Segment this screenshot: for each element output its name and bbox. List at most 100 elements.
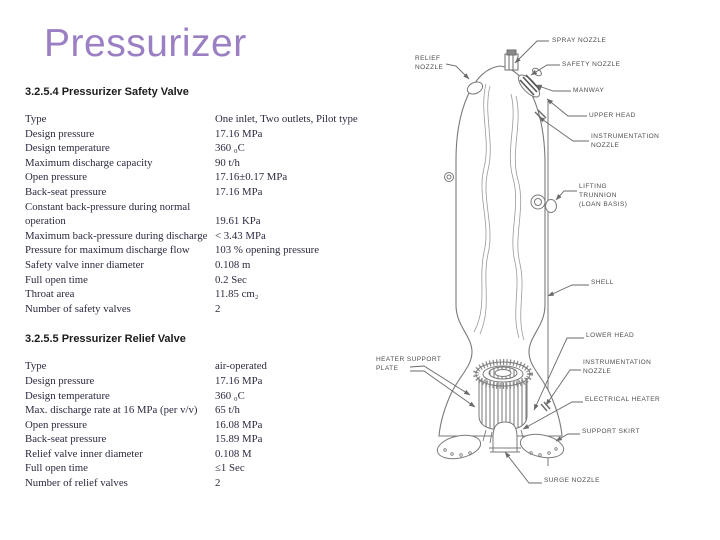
spec-label: Open pressure — [25, 171, 88, 184]
spec-row: Back-seat pressure 15.89 MPa — [25, 432, 365, 447]
lifting-trunnion-shapes — [444, 172, 557, 213]
diagram-label-upper-head: UPPER HEAD — [589, 112, 636, 119]
diagram-label-manway: MANWAY — [573, 87, 605, 94]
relief-nozzle-shape — [466, 81, 484, 95]
spec-value: 17.16 MPa — [215, 127, 263, 140]
spec-row: Open pressure 17.16±0.17 MPa — [25, 170, 365, 185]
spec-value: 11.85 cm₂ — [215, 288, 259, 301]
diagram-label-support-skirt: SUPPORT SKIRT — [582, 428, 640, 435]
spec-label: Open pressure — [25, 418, 88, 431]
spec-value: 65 t/h — [215, 404, 240, 417]
spec-row: Design pressure 17.16 MPa — [25, 127, 365, 142]
diagram-label-shell: SHELL — [591, 279, 614, 286]
spec-label: Constant back-pressure during normal — [25, 200, 191, 213]
slide-title: Pressurizer — [44, 22, 247, 65]
diagram-label-surge-nozzle: SURGE NOZZLE — [544, 477, 600, 484]
diagram-label-spray-nozzle: SPRAY NOZZLE — [552, 37, 607, 44]
spec-content: 3.2.5.4 Pressurizer Safety Valve Type One… — [25, 86, 365, 508]
spec-value: < 3.43 MPa — [215, 229, 266, 242]
spec-value: One inlet, Two outlets, Pilot type — [215, 113, 358, 125]
spec-row: Type air-operated — [25, 359, 365, 374]
spec-value: 0.108 M — [215, 447, 252, 460]
spec-label: Design pressure — [25, 374, 95, 387]
diagram-label-electrical-heater: ELECTRICAL HEATER — [585, 396, 661, 403]
spec-label: operation — [25, 215, 66, 228]
spec-row: Number of relief valves 2 — [25, 476, 365, 491]
spec-label: Throat area — [25, 288, 75, 301]
spec-label: Pressure for maximum discharge flow — [25, 244, 190, 257]
diagram-label-lower-head: LOWER HEAD — [586, 332, 635, 339]
spec-row: Back-seat pressure 17.16 MPa — [25, 185, 365, 200]
spec-value: ≤1 Sec — [215, 462, 245, 475]
spec-row: Max. discharge rate at 16 MPa (per v/v) 6… — [25, 403, 365, 418]
safety-valve-section: 3.2.5.4 Pressurizer Safety Valve Type One… — [25, 86, 365, 316]
diagram-label-safety-nozzle: SAFETY NOZZLE — [562, 61, 621, 68]
section-heading-relief-valve: 3.2.5.5 Pressurizer Relief Valve — [25, 333, 186, 346]
diagram-label-instrumentation-nozzle-upper: INSTRUMENTATION NOZZLE — [591, 133, 660, 149]
spec-value: 2 — [215, 477, 221, 490]
spec-value: 90 t/h — [215, 156, 240, 169]
spec-row: Type One inlet, Two outlets, Pilot type — [25, 112, 365, 127]
vessel-outline — [438, 65, 563, 437]
spec-value: 0.2 Sec — [215, 273, 247, 286]
spec-row: Relief valve inner diameter 0.108 M — [25, 447, 365, 462]
spec-label: Back-seat pressure — [25, 433, 107, 446]
manway-shape — [517, 74, 541, 98]
spec-label: Max. discharge rate at 16 MPa (per v/v) — [25, 404, 198, 417]
spec-value: 103 % opening pressure — [215, 244, 320, 257]
spec-row: Throat area 11.85 cm₂ — [25, 287, 365, 302]
vessel-liner-lines — [473, 83, 525, 341]
spec-label: Number of safety valves — [25, 302, 131, 315]
spec-row: Full open time ≤1 Sec — [25, 461, 365, 476]
spec-value: 17.16 MPa — [215, 374, 263, 387]
spec-label: Number of relief valves — [25, 477, 128, 490]
spec-label: Back-seat pressure — [25, 185, 107, 198]
spec-row: Maximum back-pressure during discharge < … — [25, 229, 365, 244]
diagram-label-relief-nozzle: RELIEF NOZZLE — [415, 55, 444, 71]
spec-value: 360 ₀C — [215, 142, 245, 155]
spec-label: Safety valve inner diameter — [25, 258, 145, 271]
spec-label: Design temperature — [25, 389, 110, 402]
spec-label: Type — [25, 113, 47, 125]
spec-label: Design temperature — [25, 142, 110, 155]
spec-row: operation 19.61 KPa — [25, 214, 365, 229]
spec-label: Full open time — [25, 462, 88, 475]
spec-row: Safety valve inner diameter 0.108 m — [25, 258, 365, 273]
spec-label: Maximum discharge capacity — [25, 156, 153, 169]
spec-row: Number of safety valves 2 — [25, 302, 365, 317]
spec-label: Type — [25, 360, 47, 373]
spec-label: Maximum back-pressure during discharge — [25, 229, 208, 242]
spec-value: 17.16±0.17 MPa — [215, 171, 288, 184]
spec-row: Pressure for maximum discharge flow 103 %… — [25, 243, 365, 258]
support-skirt-flanges — [436, 433, 565, 460]
spec-value: 360 ₀C — [215, 389, 245, 402]
section-heading-safety-valve: 3.2.5.4 Pressurizer Safety Valve — [25, 86, 189, 98]
relief-valve-section: 3.2.5.5 Pressurizer Relief Valve Type air… — [25, 333, 365, 490]
spec-label: Relief valve inner diameter — [25, 447, 143, 460]
spec-value: 17.16 MPa — [215, 185, 263, 198]
spec-row: Constant back-pressure during normal — [25, 200, 365, 215]
spec-value: 0.108 m — [215, 258, 251, 271]
spray-nozzle-shape — [504, 49, 519, 71]
diagram-label-lifting-trunnion: LIFTING TRUNNION (LOAN BASIS) — [579, 183, 628, 208]
leader-lines — [409, 40, 589, 484]
diagram-label-heater-support-plate: HEATER SUPPORT PLATE — [376, 356, 442, 372]
spec-value: air-operated — [215, 360, 267, 373]
spec-value: 15.89 MPa — [215, 433, 263, 446]
spec-value: 19.61 KPa — [215, 215, 261, 228]
spec-label: Full open time — [25, 273, 88, 286]
spec-label: Design pressure — [25, 127, 95, 140]
spec-row: Design temperature 360 ₀C — [25, 141, 365, 156]
spec-row: Design pressure 17.16 MPa — [25, 374, 365, 389]
spec-value: 2 — [215, 302, 221, 315]
spec-row: Design temperature 360 ₀C — [25, 389, 365, 404]
diagram-label-instrumentation-nozzle-lower: INSTRUMENTATION NOZZLE — [583, 359, 652, 375]
spec-row: Full open time 0.2 Sec — [25, 273, 365, 288]
spec-row: Maximum discharge capacity 90 t/h — [25, 156, 365, 171]
